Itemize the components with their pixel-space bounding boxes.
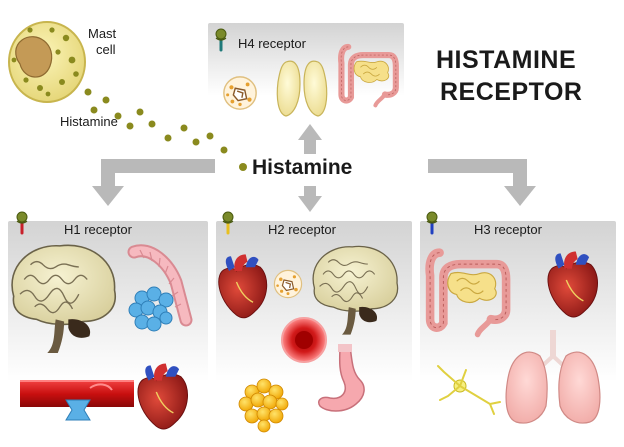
title-line1: HISTAMINE: [436, 46, 577, 74]
mast-cell-label-line1: Mast: [88, 26, 117, 41]
h3-receptor-pin: [425, 210, 439, 235]
h2-receptor-label: H2 receptor: [268, 222, 336, 237]
histamine-small-label: Histamine: [60, 114, 118, 129]
histamine-molecules: [84, 88, 247, 171]
h3-intestine: [430, 253, 506, 335]
h4-thymus: [276, 60, 328, 117]
arrow-to-h1: [92, 159, 215, 206]
h4-immune-cell: [223, 76, 257, 110]
h3-heart: [547, 250, 599, 318]
h1-receptor-label: H1 receptor: [64, 222, 132, 237]
mast-cell-illustration: [8, 21, 86, 103]
h1-bronchus: [127, 244, 193, 332]
h2-brain: [312, 245, 399, 336]
h3-neuron: [437, 365, 501, 415]
arrow-to-h4: [298, 124, 322, 154]
arrow-to-h2: [298, 186, 322, 212]
h2-fat-cell: [238, 378, 289, 433]
h4-intestine: [341, 47, 396, 105]
h2-red-blood-cell: [281, 317, 327, 363]
h2-heart: [218, 253, 268, 319]
h4-receptor-pin: [214, 27, 228, 52]
mast-cell-label-line2: cell: [96, 42, 116, 57]
h1-blood-vessel: [20, 380, 134, 421]
h1-heart: [137, 362, 189, 430]
h3-lungs: [505, 330, 601, 424]
arrow-to-h3: [428, 159, 536, 206]
h2-stomach: [318, 344, 365, 412]
h4-receptor-label: H4 receptor: [238, 36, 306, 51]
h1-brain: [11, 244, 117, 354]
h2-immune-cell: [273, 269, 303, 299]
h3-receptor-label: H3 receptor: [474, 222, 542, 237]
h1-receptor-pin: [15, 210, 29, 235]
h2-receptor-pin: [221, 210, 235, 235]
histamine-center-label: Histamine: [252, 156, 353, 179]
title-line2: RECEPTOR: [440, 78, 583, 106]
